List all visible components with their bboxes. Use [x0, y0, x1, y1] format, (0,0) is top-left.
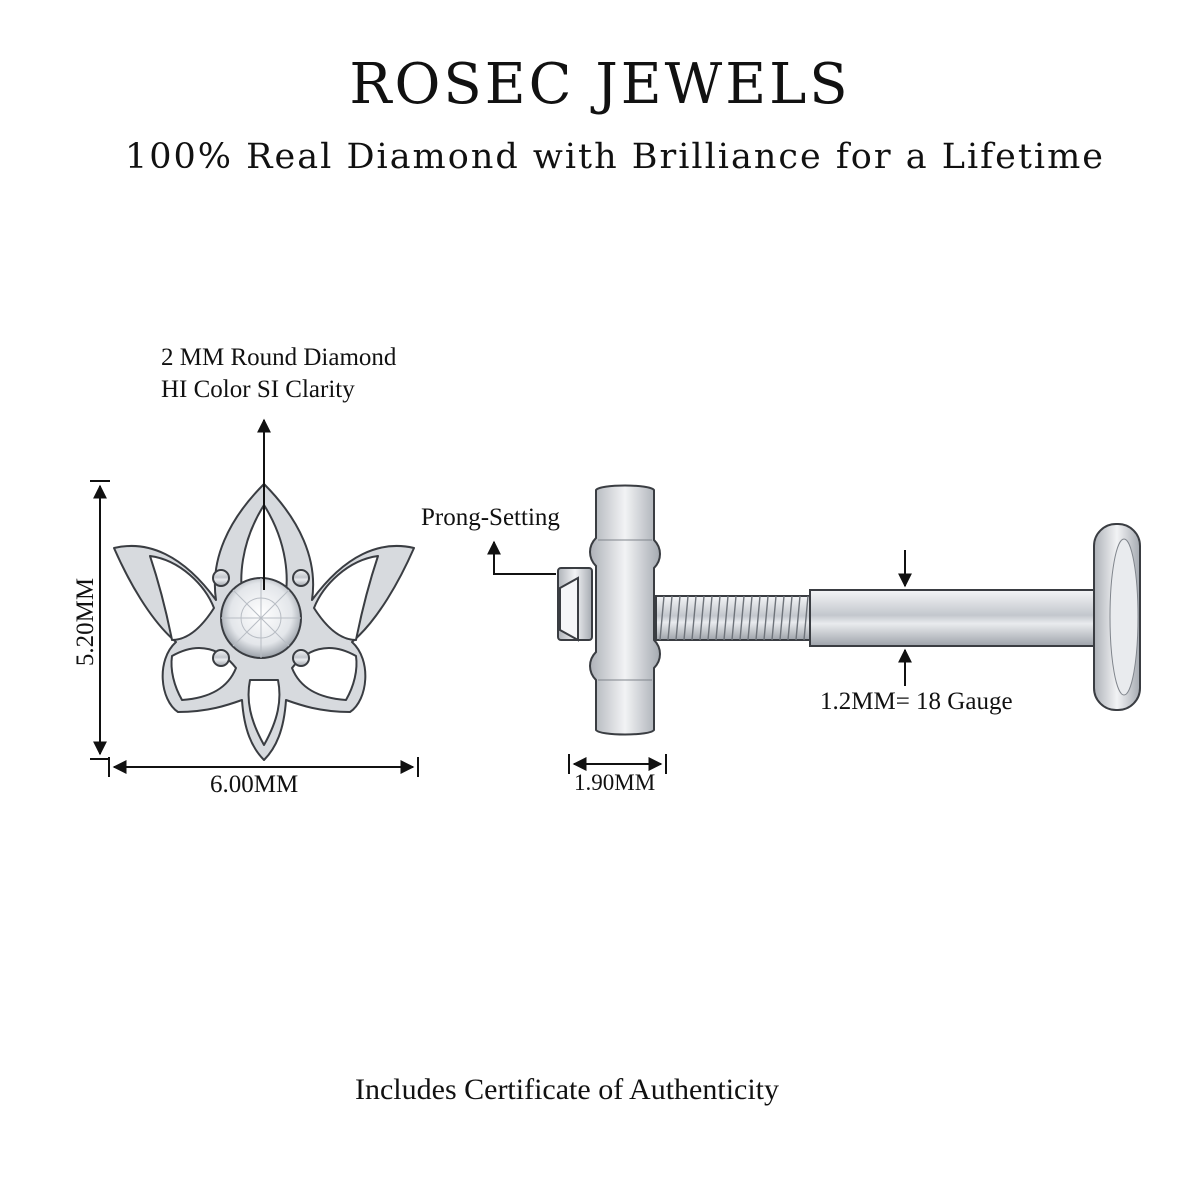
prong-bottom-left	[212, 649, 230, 667]
certificate-note: Includes Certificate of Authenticity	[354, 1073, 780, 1106]
labret-shaft	[809, 589, 1109, 647]
stone-label-line2: HI Color SI Clarity	[161, 376, 355, 403]
width-dimension	[108, 757, 419, 777]
height-label: 5.20MM	[72, 577, 99, 667]
right-upper-petal-cutout	[313, 555, 379, 641]
brand-title: ROSEC JEWELS	[349, 52, 851, 117]
prong-top-right	[292, 569, 310, 587]
prong-setting-label: Prong-Setting	[421, 504, 560, 531]
depth-dimension	[568, 754, 667, 774]
tagline: 100% Real Diamond with Brilliance for a …	[125, 137, 1105, 177]
lotus-stud-front	[113, 483, 415, 761]
left-upper-petal-cutout	[149, 555, 215, 641]
depth-label: 1.90MM	[574, 770, 656, 795]
lotus-head-side	[589, 484, 661, 736]
height-dimension	[90, 480, 110, 760]
prong-top-left	[212, 569, 230, 587]
stud-side-view	[557, 484, 1141, 736]
stone-label-line1: 2 MM Round Diamond	[161, 344, 397, 371]
thread-lines	[659, 595, 809, 641]
bottom-petal-cutout	[247, 679, 281, 746]
width-label: 6.00MM	[210, 771, 299, 798]
prong-bottom-right	[292, 649, 310, 667]
prong-setting-leader	[487, 540, 556, 575]
side-diamond	[559, 576, 579, 642]
gauge-label: 1.2MM= 18 Gauge	[820, 688, 1013, 715]
